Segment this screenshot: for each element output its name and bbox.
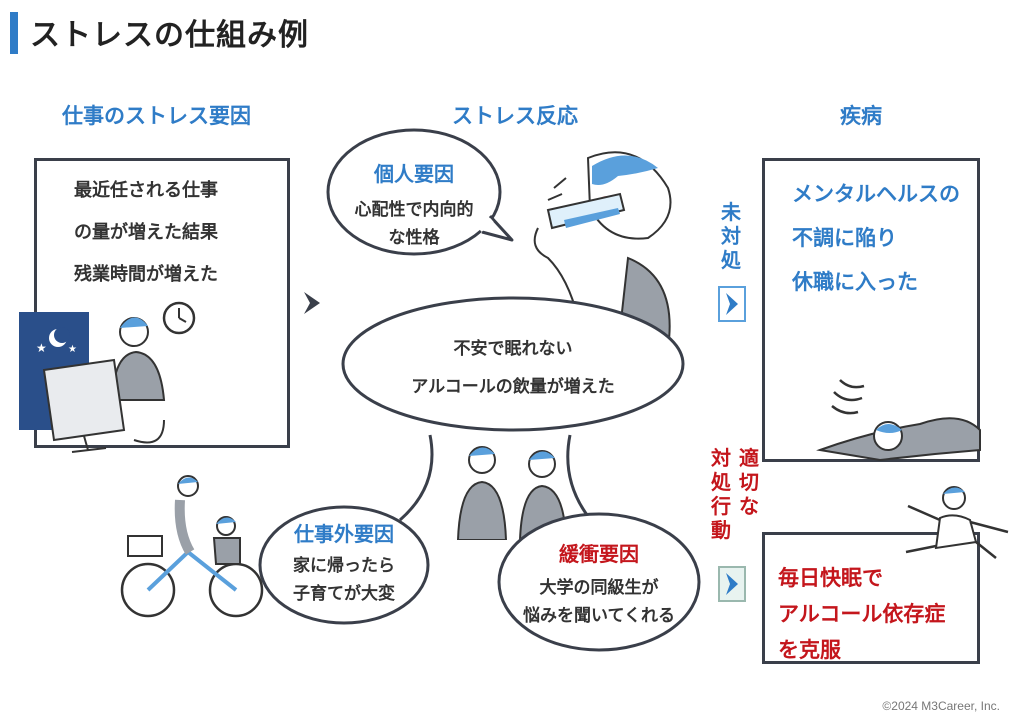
work-stress-line: 最近任される仕事 [74, 180, 218, 201]
proper-action-arrow-icon [718, 566, 746, 602]
proper-action-label-b: 対処行動 [711, 446, 731, 542]
illness-line: メンタルヘルスの [792, 182, 960, 206]
recovery-box [762, 532, 980, 664]
stretching-person-illustration [905, 486, 1009, 559]
outside-factor-bubble [258, 505, 430, 625]
recovery-text: 毎日快眠で アルコール依存症 を克服 [778, 560, 945, 668]
clock-icon [162, 301, 196, 335]
buffer-factor-line: 悩みを聞いてくれる [523, 606, 675, 626]
untreated-arrow-icon [718, 286, 746, 322]
stress-reaction-bubble [341, 296, 685, 432]
stress-reaction-text: 不安で眠れない アルコールの飲量が増えた [338, 330, 688, 406]
page-title: ストレスの仕組み例 [30, 18, 309, 53]
svg-text:★: ★ [68, 344, 77, 355]
svg-text:★: ★ [36, 341, 47, 355]
outside-factor-text: 家に帰ったら 子育てが大変 [254, 552, 434, 608]
title-accent-bar [10, 12, 18, 54]
header-work-stress: 仕事のストレス要因 [62, 104, 251, 128]
personal-factor-heading: 個人要因 [374, 162, 454, 186]
illness-text: メンタルヘルスの 不調に陥り 休職に入った [792, 172, 960, 304]
personal-factor-line: 心配性で内向的 [354, 200, 474, 220]
proper-action-label-a: 適切な [739, 446, 759, 518]
recovery-line: を克服 [778, 638, 841, 662]
illness-line: 休職に入った [792, 270, 918, 294]
worker-person-icon [110, 317, 166, 401]
stretching-person-icon [905, 486, 1009, 559]
outside-factor-line: 子育てが大変 [293, 584, 395, 604]
personal-factor-text: 心配性で内向的 な性格 [322, 196, 506, 252]
illness-box [762, 158, 980, 462]
header-stress-reaction: ストレス反応 [452, 104, 578, 128]
outside-factor-heading: 仕事外要因 [294, 522, 394, 546]
stress-reaction-line: アルコールの飲量が増えた [411, 377, 615, 397]
untreated-label: 未対処 [721, 200, 741, 272]
illness-line: 不調に陥り [792, 226, 897, 250]
recovery-line: アルコール依存症 [778, 602, 946, 626]
buffer-factor-line: 大学の同級生が [539, 578, 659, 598]
bicycle-parent-illustration [120, 475, 264, 618]
drinking-person-illustration [533, 151, 672, 348]
work-stress-text: 最近任される仕事 の量が増えた結果 残業時間が増えた [74, 170, 218, 296]
collapsed-person-icon [816, 379, 981, 462]
personal-factor-bubble [326, 128, 514, 256]
work-stress-line: の量が増えた結果 [74, 222, 218, 243]
copyright-text: ©2024 M3Career, Inc. [882, 699, 1000, 713]
computer-monitor-icon [42, 358, 165, 453]
buffer-factor-bubble [497, 512, 701, 652]
work-stress-line: 残業時間が増えた [74, 264, 218, 285]
buffer-factor-text: 大学の同級生が 悩みを聞いてくれる [494, 574, 704, 630]
recovery-line: 毎日快眠で [778, 566, 883, 590]
arrow-right-icon [304, 292, 320, 314]
outside-factor-line: 家に帰ったら [293, 556, 395, 576]
personal-factor-line: な性格 [388, 228, 440, 248]
overtime-worker-illustration: ★ ★ [19, 301, 196, 453]
header-illness: 疾病 [840, 104, 882, 128]
collapsed-person-illustration [816, 379, 981, 462]
drinking-person-icon [533, 151, 672, 348]
stress-reaction-line: 不安で眠れない [453, 339, 573, 359]
bicycle-icon [120, 475, 264, 618]
buffer-factor-heading: 緩衝要因 [559, 542, 639, 566]
